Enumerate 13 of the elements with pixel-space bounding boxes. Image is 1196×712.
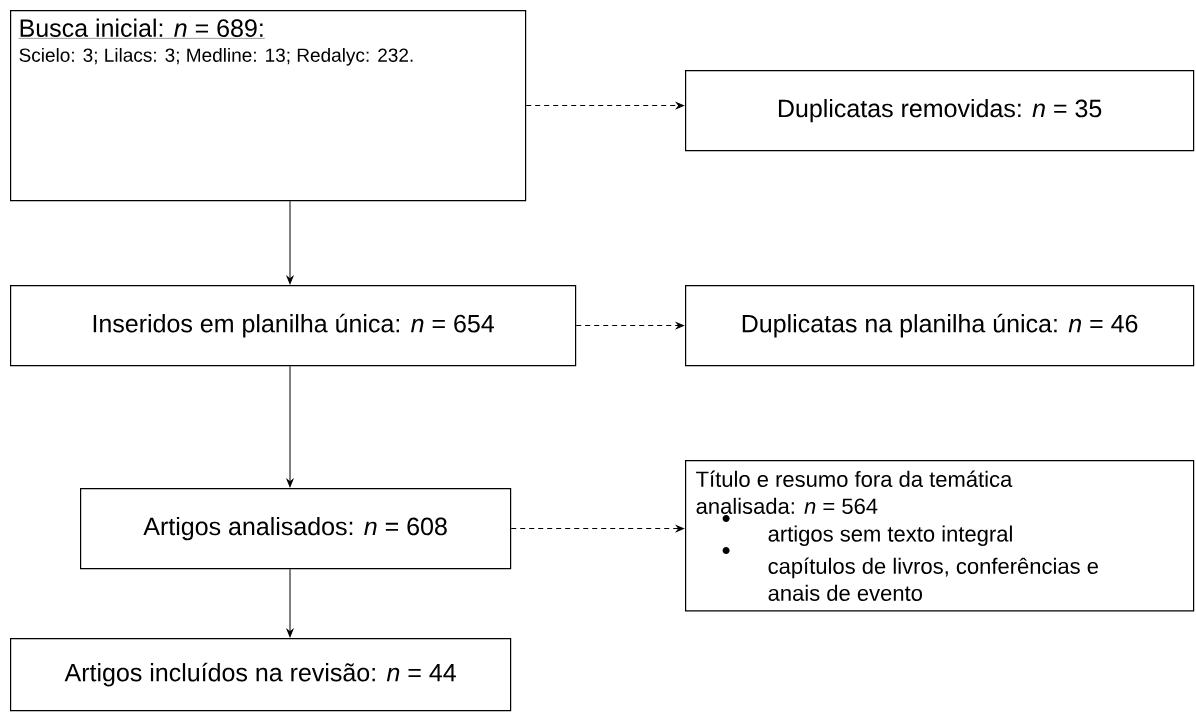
process-box: Título e resumo fora da temática analisada: n = 564 artigos sem texto integral capítulos de livros, conferências e anais de evento [685,460,1195,612]
process-box: Duplicatas na planilha única: n = 46 [685,285,1195,367]
arrow [510,525,685,532]
process-box: Busca inicial: n = 689: Scielo: 3; Lilacs: 3; Medline: 13; Redalyc: 232. [10,10,527,202]
process-box: Artigos incluídos na revisão: n = 44 [10,638,512,712]
process-box: Artigos analisados: n = 608 [80,488,512,570]
arrow [286,365,294,488]
arrow [286,568,294,638]
arrow [286,200,294,285]
arrow [575,322,685,329]
process-box: Duplicatas removidas: n = 35 [685,70,1195,152]
process-box: Inseridos em planilha única: n = 654 [10,285,577,367]
arrow [525,102,685,109]
